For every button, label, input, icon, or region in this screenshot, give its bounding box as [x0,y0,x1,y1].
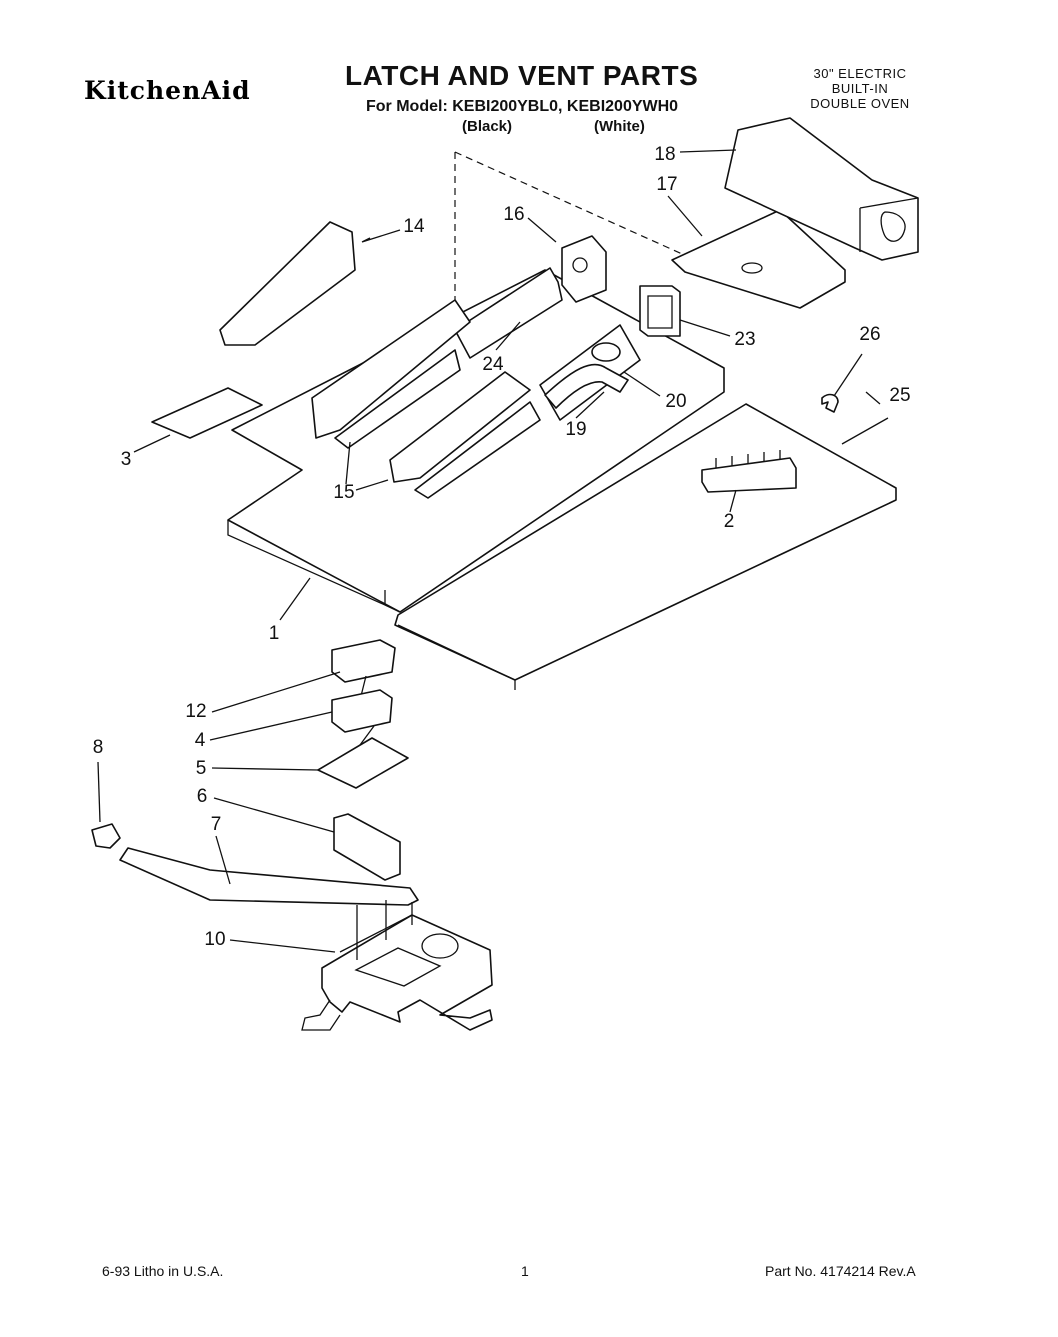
leader-25 [841,391,889,445]
leader-7 [215,835,231,885]
leader-26 [833,353,863,397]
leader-19 [575,391,605,419]
part-10-cam [421,933,459,959]
callout-24: 24 [482,354,504,375]
leader-17 [667,195,703,237]
part-10-latch-body [321,914,493,1031]
part-24-rail [454,267,563,359]
leader-4 [209,711,333,741]
leader-14 [361,229,401,243]
part-25-panel-edge [397,624,516,690]
part-18-blower [724,117,919,261]
callout-2: 2 [723,511,735,532]
footer-part-number: Part No. 4174214 Rev.A [765,1263,916,1279]
leader-24 [495,321,521,351]
part-15-duct-right-lower [414,401,541,499]
leader-15a [345,441,351,485]
leader-1 [279,577,311,621]
part-4-switch-lever [359,725,375,746]
callout-10: 10 [204,929,226,950]
part-15-duct-left-lower [334,349,461,449]
part-4-switch [331,689,393,733]
part-18-motor-opening [880,211,906,242]
part-15-duct-left [311,299,471,439]
leader-20 [623,371,661,397]
spec-line-2: BUILT-IN [831,81,889,96]
leader-5 [211,767,319,771]
variant-white: (White) [594,118,645,135]
leader-2 [729,489,737,513]
callout-4: 4 [194,730,206,751]
callout-23: 23 [734,329,756,350]
callout-20: 20 [665,391,687,412]
part-10-foot [301,999,341,1031]
spec-line-1: 30" ELECTRIC [813,66,907,81]
callout-5: 5 [195,758,207,779]
callout-6: 6 [196,786,208,807]
leader-10 [229,939,336,953]
part-2-terminal-block [701,457,797,493]
callout-14: 14 [403,216,425,237]
leader-23 [679,319,731,337]
leader-8 [97,761,101,823]
product-spec: 30" ELECTRIC BUILT-IN DOUBLE OVEN [790,66,930,111]
callout-7: 7 [210,814,222,835]
part-6-shield [333,813,401,881]
callout-19: 19 [565,419,587,440]
alignment-line [454,151,701,325]
part-12-switch [331,639,396,683]
leader-6 [213,797,335,833]
leader-16 [527,217,557,243]
part-10-latch-detail [339,914,442,987]
callout-25: 25 [889,385,911,406]
callout-18: 18 [654,144,676,165]
variant-black: (Black) [462,118,513,135]
callout-15: 15 [333,482,355,503]
part-1-panel-edge [227,520,401,613]
part-15-duct-right [389,371,531,483]
callout-1: 1 [268,623,280,644]
part-17-slot [741,262,763,274]
part-5-bracket-plate [317,737,409,789]
callout-8: 8 [92,737,104,758]
footer-print-info: 6-93 Litho in U.S.A. [102,1263,224,1279]
part-7-latch-arm [119,847,419,906]
part-3-clip [151,387,263,439]
part-23-gasket-inner [647,295,673,329]
footer-page-number: 1 [521,1263,529,1279]
part-20-vent-ring [591,342,621,362]
part-8-knob [91,823,121,849]
leader-3 [133,434,171,453]
part-26-clip [821,393,839,413]
part-23-gasket [639,285,681,337]
callout-12: 12 [185,701,207,722]
part-18-blower-face [859,197,919,252]
leader-18 [679,149,737,153]
callout-17: 17 [656,174,678,195]
callout-16: 16 [503,204,525,225]
part-2-terminals [715,450,781,468]
brand-logo: KitchenAid [84,76,251,105]
latch-pin-lines [356,900,413,960]
part-16-hole [572,257,588,273]
part-14-bracket [219,221,356,346]
page-title: LATCH AND VENT PARTS [345,60,699,91]
leader-15b [355,479,389,491]
model-line: For Model: KEBI200YBL0, KEBI200YWH0 [366,98,679,115]
callout-26: 26 [859,324,881,345]
spec-line-3: DOUBLE OVEN [810,96,910,111]
part-19-vent-tube [544,363,629,409]
leader-12 [211,671,341,713]
callout-3: 3 [120,449,132,470]
part-16-block [561,235,607,303]
